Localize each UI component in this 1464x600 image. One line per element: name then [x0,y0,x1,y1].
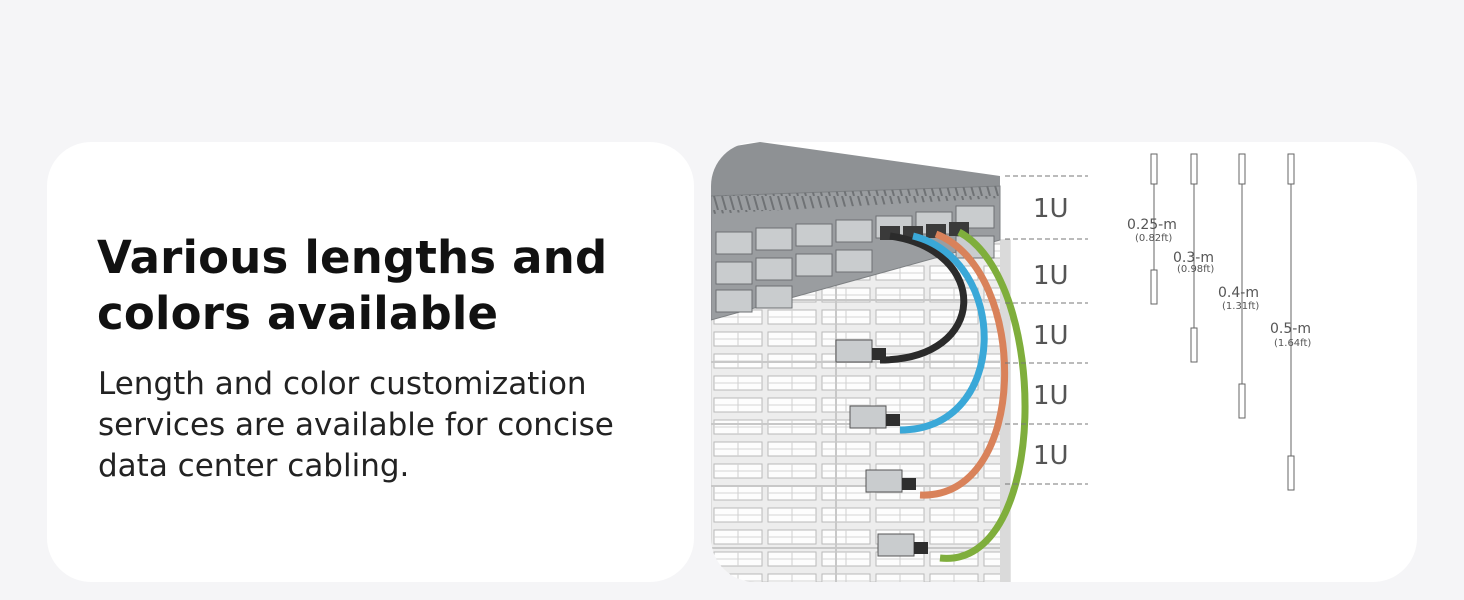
info-card [47,142,694,582]
description-line-3: data center cabling. [98,448,410,484]
rack-unit-label-2: 1U [1033,261,1069,291]
rack-unit-label-1: 1U [1033,194,1069,224]
server-rack [711,142,1029,582]
headline: Various lengths and colors available [97,230,657,342]
cable-green [939,228,1029,562]
rack-unit-dividers [1005,175,1088,485]
length-feet-label-4: (1.64ft) [1274,338,1311,349]
length-feet-label-3: (1.31ft) [1222,301,1259,312]
cable-blue [899,232,988,434]
headline-line-1: Various lengths and [97,231,608,284]
rack-unit-label-3: 1U [1033,321,1069,351]
cable-orange [919,230,1009,499]
headline-line-2: colors available [97,287,499,340]
description: Length and color customization services … [98,364,658,487]
switch-ports [715,205,995,313]
length-feet-label-2: (0.98ft) [1177,264,1214,275]
length-label-3: 0.4-m [1218,285,1259,301]
length-feet-label-1: (0.82ft) [1135,233,1172,244]
cable-black [879,232,968,364]
switch-top [711,142,1000,196]
description-line-1: Length and color customization [98,366,587,402]
cable-length-samples [1150,153,1295,491]
description-line-2: services are available for concise [98,407,614,443]
length-label-1: 0.25-m [1127,217,1177,233]
length-label-2: 0.3-m [1173,250,1214,266]
rack-unit-label-5: 1U [1033,441,1069,471]
cable-connectors-bottom [835,339,928,557]
rack-unit-label-4: 1U [1033,381,1069,411]
length-label-4: 0.5-m [1270,321,1311,337]
